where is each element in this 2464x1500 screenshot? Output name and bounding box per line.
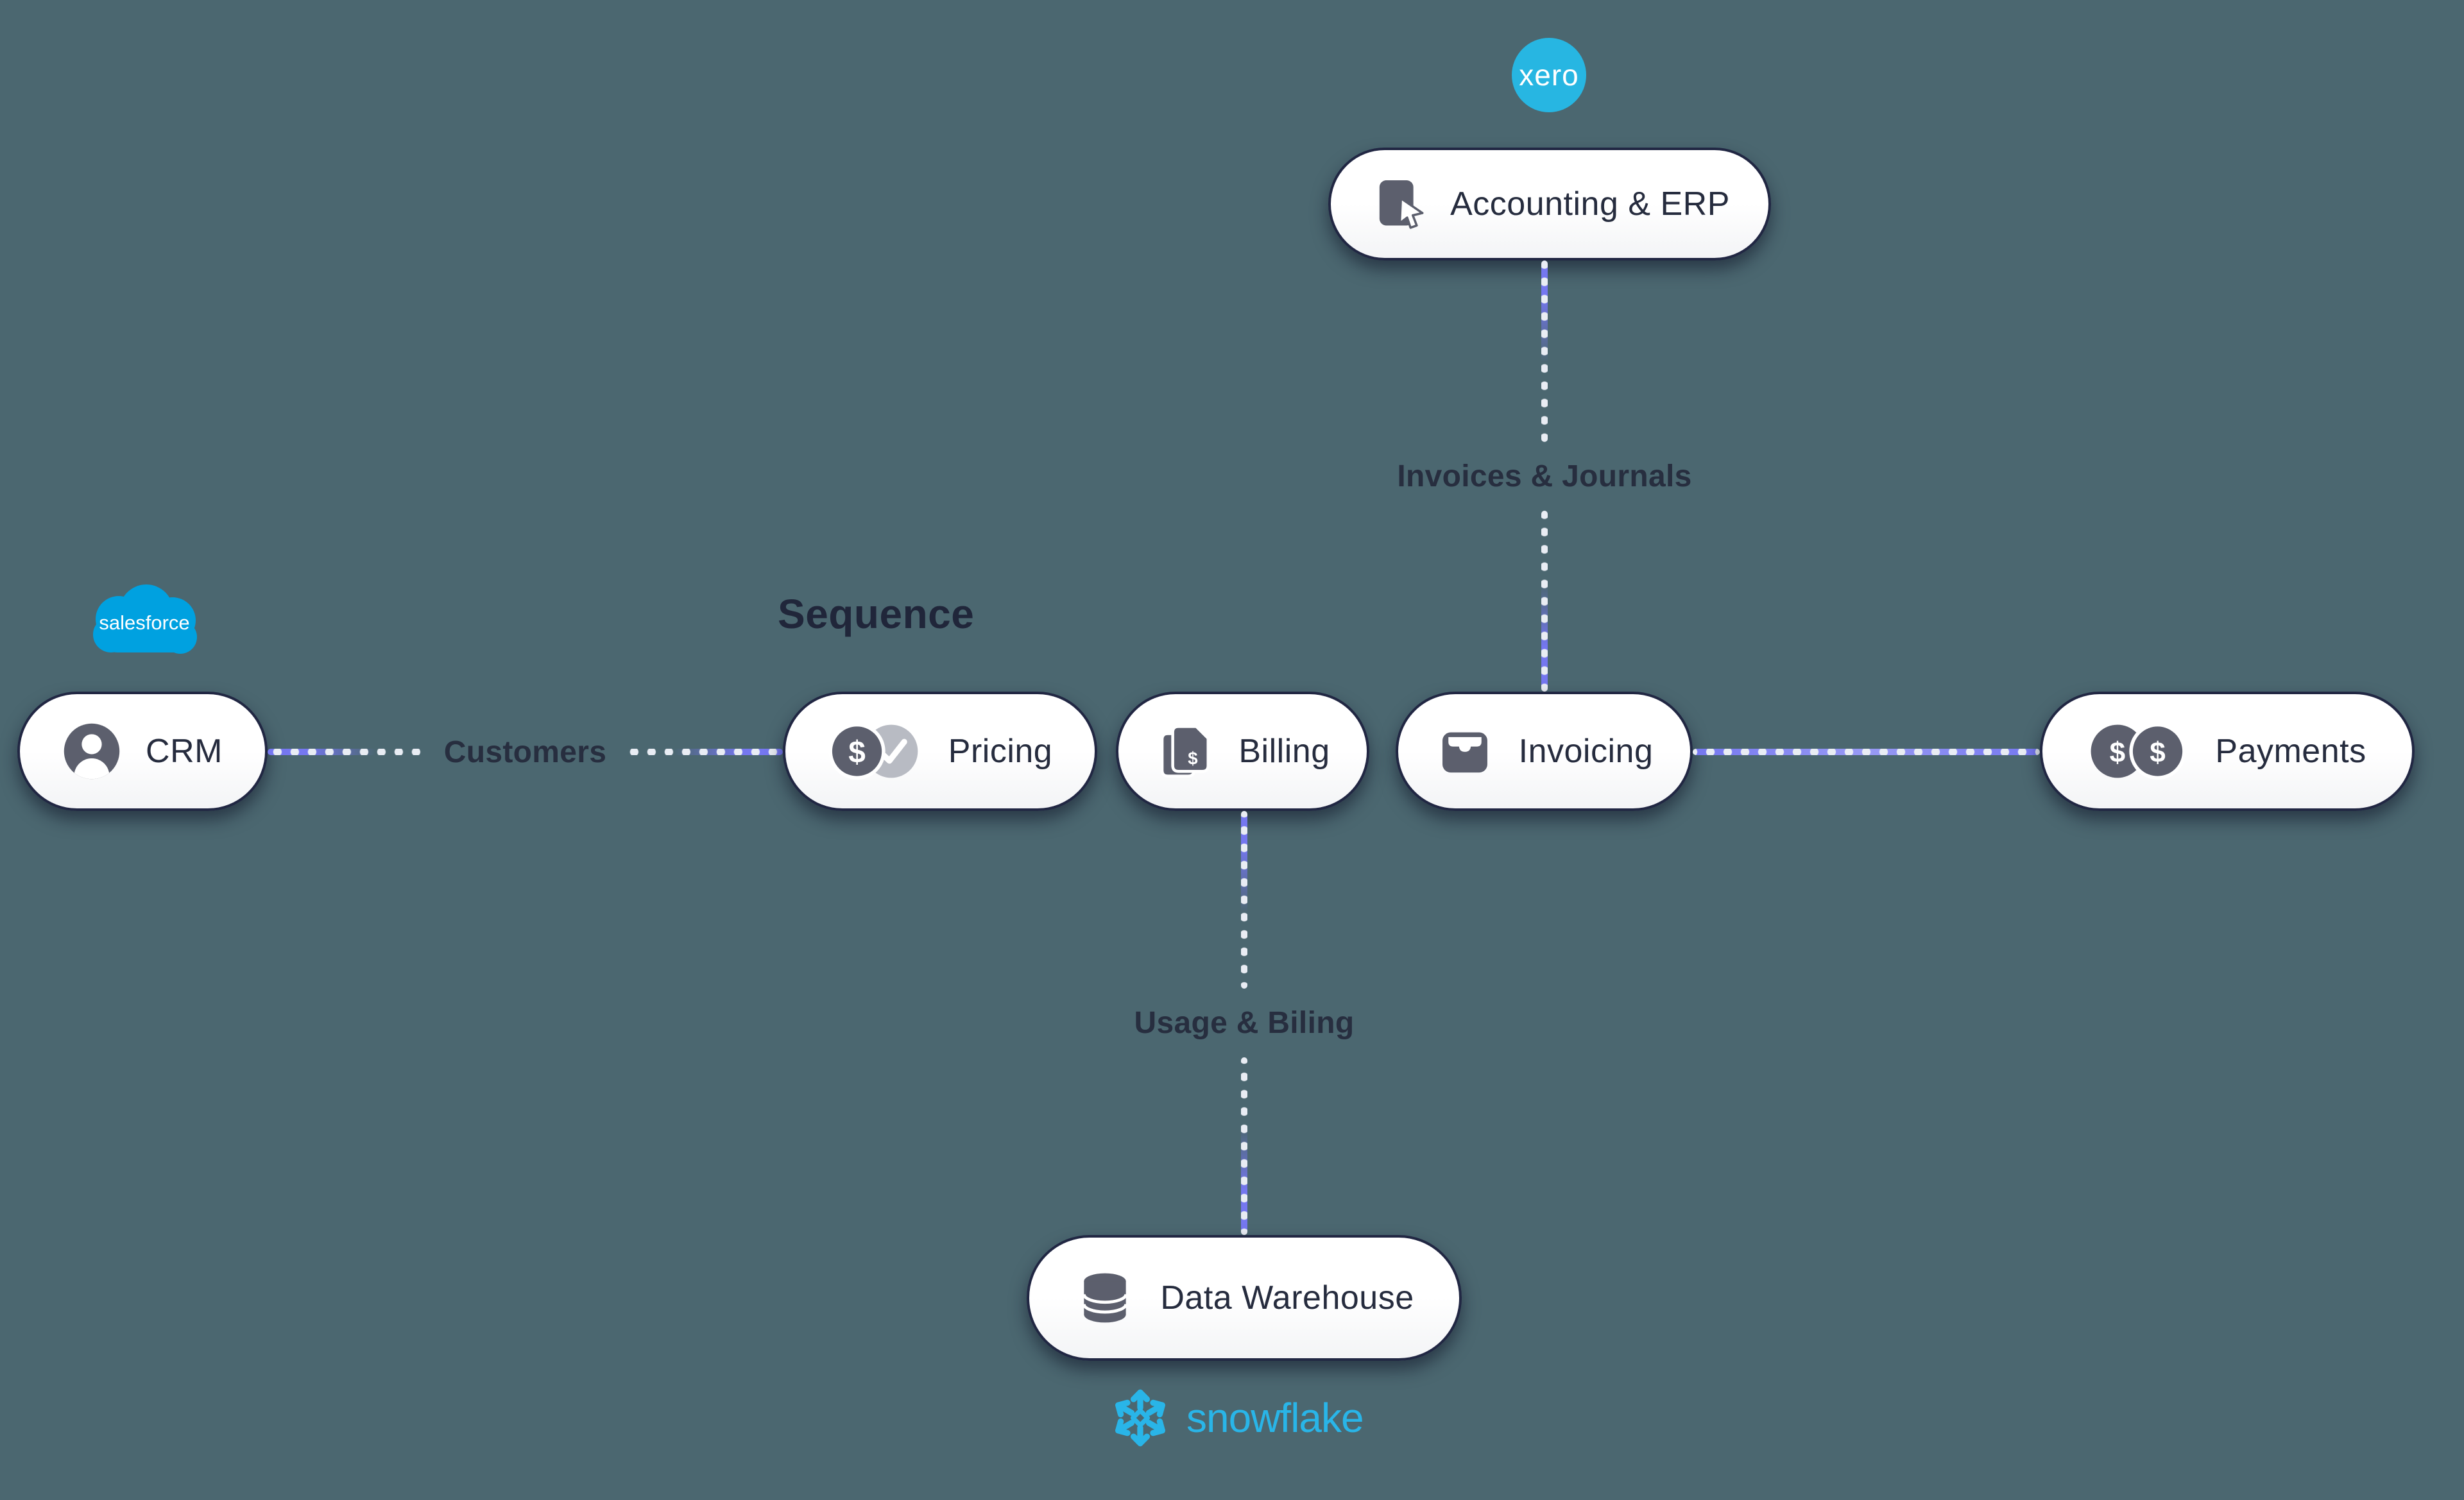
dotted-line-segment	[1241, 1057, 1247, 1235]
dotted-line-segment	[624, 749, 783, 755]
snowflake-logo: snowflake	[1107, 1385, 1364, 1451]
svg-text:$: $	[2110, 737, 2126, 768]
xero-logo: xero	[1512, 38, 1586, 112]
svg-text:salesforce: salesforce	[99, 611, 189, 634]
snowflake-icon	[1115, 1389, 1165, 1447]
node-label: Payments	[2215, 733, 2366, 770]
salesforce-cloud-icon: salesforce	[93, 584, 197, 654]
dotted-line-segment	[1541, 260, 1548, 442]
xero-logo-text: xero	[1519, 58, 1579, 92]
connector-label-invoices-journals: Invoices & Journals	[1397, 459, 1692, 493]
coins-icon: $ $	[2091, 722, 2187, 780]
salesforce-logo: salesforce	[85, 581, 201, 667]
node-label: Pricing	[948, 733, 1053, 770]
inbox-tray-icon	[1442, 732, 1487, 773]
connector-accounting-invoicing: Invoices & Journals	[1384, 260, 1705, 692]
snowflake-logo-text: snowflake	[1186, 1395, 1364, 1441]
node-label: Billing	[1238, 733, 1330, 770]
node-pricing: $ Pricing	[783, 692, 1097, 811]
connector-label-customers: Customers	[443, 735, 607, 769]
connector-invoicing-payments	[1693, 749, 2040, 755]
node-label: CRM	[146, 733, 223, 770]
connector-crm-pricing: Customers	[268, 734, 783, 770]
node-invoicing: Invoicing	[1396, 692, 1693, 811]
price-check-icon: $	[828, 722, 918, 780]
node-label: Data Warehouse	[1160, 1279, 1414, 1317]
node-label: Invoicing	[1518, 733, 1654, 770]
dotted-line-segment	[1541, 510, 1548, 692]
document-cursor-icon	[1379, 180, 1424, 229]
svg-text:$: $	[2150, 737, 2166, 768]
invoices-stack-icon: $	[1161, 725, 1210, 778]
node-data-warehouse: Data Warehouse	[1027, 1235, 1462, 1361]
database-icon	[1082, 1273, 1128, 1323]
node-crm: CRM	[17, 692, 268, 811]
dotted-line-segment	[1241, 811, 1247, 989]
node-billing: $ Billing	[1116, 692, 1369, 811]
node-payments: $ $ Payments	[2040, 692, 2415, 811]
connector-billing-warehouse: Usage & Biling	[1084, 811, 1405, 1235]
person-icon	[64, 723, 120, 780]
svg-text:$: $	[1188, 749, 1198, 769]
svg-text:$: $	[848, 735, 866, 769]
connector-label-usage-billing: Usage & Biling	[1134, 1006, 1355, 1040]
page-title: Sequence	[778, 591, 975, 637]
dotted-line-segment	[268, 749, 426, 755]
node-accounting-erp: Accounting & ERP	[1328, 148, 1771, 260]
node-label: Accounting & ERP	[1450, 185, 1730, 223]
